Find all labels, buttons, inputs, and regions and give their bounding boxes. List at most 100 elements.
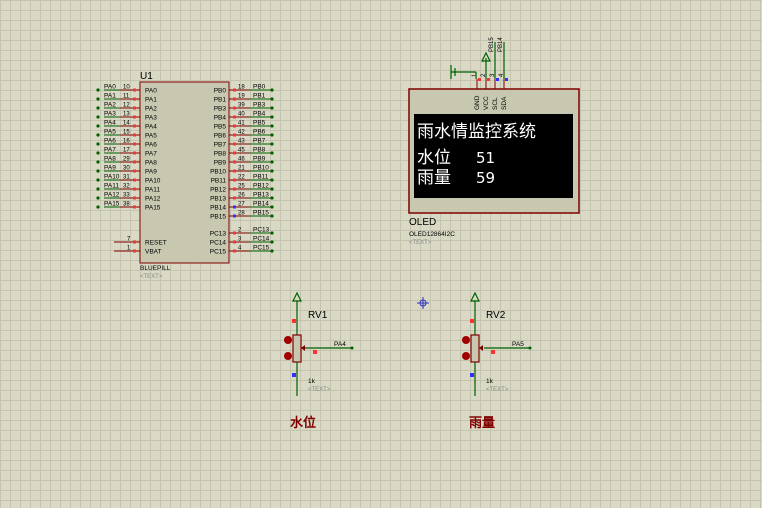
oled-pin-number: 2 xyxy=(481,73,487,77)
mcu-pin-name: PA6 xyxy=(145,142,157,149)
mcu-pin-name: PC13 xyxy=(210,231,227,238)
mcu-pin-number: 22 xyxy=(238,175,245,181)
mcu-pin-number: 4 xyxy=(238,246,242,252)
rv1-power-arrow-icon xyxy=(292,291,302,302)
mcu-pin-number: 16 xyxy=(123,139,130,145)
rv2-net-label: PA5 xyxy=(512,341,524,348)
mcu-pin-number: 7 xyxy=(127,237,131,243)
mcu-pin-name: PB7 xyxy=(214,142,227,149)
oled-pin-number: 3 xyxy=(490,73,496,77)
rv2-ref-label: RV2 xyxy=(486,310,506,321)
rv1-caption: 水位 xyxy=(290,415,316,430)
mcu-pin-number: 30 xyxy=(123,166,130,172)
mcu-pin-name: PB0 xyxy=(214,88,227,95)
origin-marker-icon xyxy=(417,297,429,309)
mcu-pin-name: PB6 xyxy=(214,133,227,140)
mcu-pin-name: PB15 xyxy=(210,214,226,221)
rv2-potentiometer[interactable]: RV2 PA5 1k <TEXT> 雨量 xyxy=(462,291,532,430)
mcu-net-label: PA9 xyxy=(104,165,116,172)
oled-net-scl: PB15 xyxy=(489,37,495,52)
mcu-net-label: PB7 xyxy=(253,138,266,145)
mcu-pin-name: PB3 xyxy=(214,106,227,113)
mcu-pin-number: 31 xyxy=(123,175,130,181)
mcu-pin-name: PA7 xyxy=(145,151,157,158)
mcu-pin-name: PA4 xyxy=(145,124,157,131)
mcu-pin-number: 25 xyxy=(238,184,245,190)
mcu-net-label: PB15 xyxy=(253,210,269,217)
mcu-net-label: PC14 xyxy=(253,236,270,243)
mcu-pin-number: 11 xyxy=(123,94,130,100)
mcu-pin-number: 29 xyxy=(123,157,130,163)
mcu-pin-number: 26 xyxy=(238,193,245,199)
rv1-potentiometer[interactable]: RV1 PA4 1k <TEXT> 水位 xyxy=(284,291,354,430)
mcu-net-label: PA7 xyxy=(104,147,116,154)
mcu-pin-number: 19 xyxy=(238,94,245,100)
oled-ref-label: OLED xyxy=(409,217,436,228)
oled-line1-label: 水位 xyxy=(417,148,451,168)
mcu-net-label: PA12 xyxy=(104,192,120,199)
mcu-pin-name: PA0 xyxy=(145,88,157,95)
rv1-net-label: PA4 xyxy=(334,341,346,348)
mcu-net-label: PB10 xyxy=(253,165,269,172)
mcu-net-label: PB3 xyxy=(253,102,266,109)
mcu-pin-number: 42 xyxy=(238,130,245,136)
oled-component[interactable]: 雨水情监控系统 水位 51 雨量 59 OLED OLED12864I2C <T… xyxy=(408,37,580,246)
mcu-pin-name: PB5 xyxy=(214,124,227,131)
oled-pin-name: SCL xyxy=(492,97,499,110)
oled-line1-value: 51 xyxy=(476,149,495,167)
mcu-pin-number: 21 xyxy=(238,166,245,172)
mcu-net-label: PA15 xyxy=(104,201,120,208)
mcu-pin-name: PC14 xyxy=(210,240,227,247)
mcu-pin-name: PA15 xyxy=(145,205,161,212)
mcu-net-label: PB6 xyxy=(253,129,266,136)
mcu-pin-name: PC15 xyxy=(210,249,227,256)
ground-icon xyxy=(450,65,477,79)
mcu-pin-name: PB1 xyxy=(214,97,227,104)
mcu-pin-number: 46 xyxy=(238,157,245,163)
rv2-body xyxy=(470,334,480,363)
mcu-pin-number: 38 xyxy=(123,202,130,208)
mcu-text-placeholder: <TEXT> xyxy=(140,274,163,280)
mcu-body xyxy=(139,81,230,264)
oled-pin-name: VCC xyxy=(483,96,490,110)
mcu-pin-number: 45 xyxy=(238,148,245,154)
mcu-pin-name: PA12 xyxy=(145,196,161,203)
oled-screen xyxy=(414,114,573,198)
mcu-pin-name: PA8 xyxy=(145,160,157,167)
mcu-pin-number: 17 xyxy=(123,148,130,154)
mcu-pin-number: 1 xyxy=(127,246,131,252)
mcu-pin-number: 41 xyxy=(238,121,245,127)
mcu-pin-number: 32 xyxy=(123,184,130,190)
mcu-pin-number: 40 xyxy=(238,112,245,118)
mcu-net-label: PB11 xyxy=(253,174,269,181)
oled-pin-number: 4 xyxy=(499,73,505,77)
mcu-pin-name: PB10 xyxy=(210,169,226,176)
mcu-net-label: PB0 xyxy=(253,84,266,91)
mcu-pin-number: 15 xyxy=(123,130,130,136)
mcu-pin-number: 18 xyxy=(238,85,245,91)
mcu-pin-number: 12 xyxy=(123,103,130,109)
